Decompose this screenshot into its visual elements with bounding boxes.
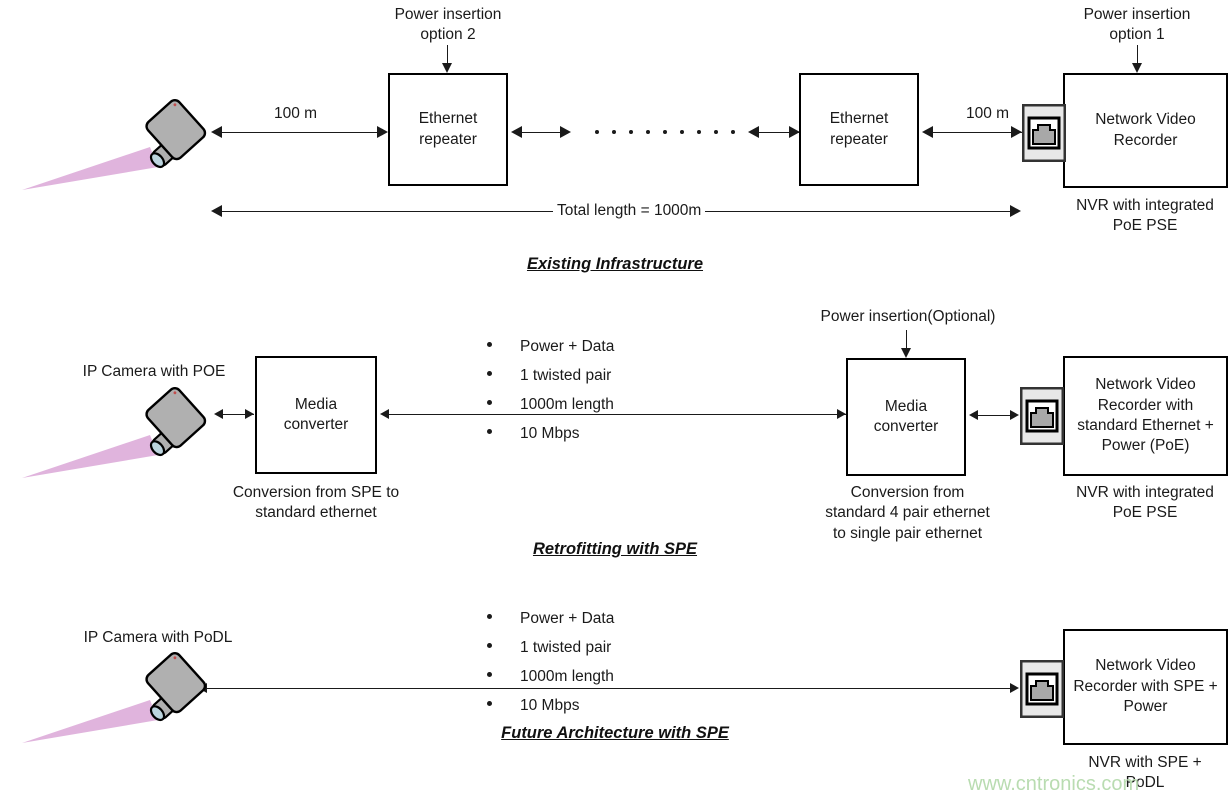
media-converter-left-caption: Conversion from SPE to standard ethernet <box>232 484 400 522</box>
section-title-existing-infrastructure: Existing Infrastructure <box>526 255 704 273</box>
list-item-label: 1 twisted pair <box>520 639 612 657</box>
camera-label-row3: IP Camera with PoDL <box>83 629 233 646</box>
ethernet-repeater-2-label: Ethernet repeater <box>829 110 889 148</box>
rj45-jack-icon-row2 <box>1019 386 1065 446</box>
nvr-box-row3[interactable]: Network Video Recorder with SPE + Power <box>1063 629 1228 745</box>
ethernet-repeater-1-box[interactable]: Ethernet repeater <box>388 73 508 186</box>
list-item: 1000m length <box>487 662 614 691</box>
total-length-label: Total length = 1000m <box>553 202 706 220</box>
r1-seg4-arrowhead-right <box>1011 126 1022 138</box>
list-item-label: Power + Data <box>520 610 615 627</box>
r1-ellipsis-dots <box>595 130 748 134</box>
list-item-label: 10 Mbps <box>520 425 580 443</box>
ip-camera-icon-row3 <box>10 645 215 745</box>
r1-seg4-arrowhead-left <box>922 126 933 138</box>
total-length-arrowhead-left <box>211 205 222 217</box>
r2-link-line <box>388 414 846 415</box>
list-item: 10 Mbps <box>487 419 614 448</box>
ip-camera-icon-row2 <box>10 380 215 480</box>
list-item-label: 1000m length <box>520 396 614 414</box>
bullet-icon <box>487 429 492 435</box>
r1-seg4-line <box>932 132 1022 133</box>
media-converter-left-label: Media converter <box>283 395 349 433</box>
section-title-retrofitting-with-spe: Retrofitting with SPE <box>532 540 698 558</box>
list-item-label: 1 twisted pair <box>520 367 612 385</box>
r2-seg3-arrowhead-right <box>1010 410 1019 420</box>
r1-seg3-arrowhead-right <box>789 126 800 138</box>
list-item: 10 Mbps <box>487 691 614 720</box>
bullet-icon <box>487 400 492 406</box>
list-item-label: 10 Mbps <box>520 697 580 715</box>
list-item: 1 twisted pair <box>487 633 614 662</box>
media-converter-right-caption: Conversion from standard 4 pair ethernet… <box>825 484 990 542</box>
rj45-jack-icon <box>1021 103 1067 163</box>
r2-link-arrowhead-right <box>837 409 846 419</box>
media-converter-right-box[interactable]: Media converter <box>846 358 966 476</box>
r1-seg2-arrowhead-right <box>560 126 571 138</box>
list-item: 1000m length <box>487 390 614 419</box>
nvr-box-row2[interactable]: Network Video Recorder with standard Eth… <box>1063 356 1228 476</box>
list-item: Power + Data <box>487 604 614 633</box>
nvr-caption-row3: NVR with SPE + PoDL <box>1088 754 1202 792</box>
bullet-icon <box>487 643 492 649</box>
nvr-caption-row1: NVR with integrated PoE PSE <box>1076 197 1214 235</box>
ethernet-repeater-2-box[interactable]: Ethernet repeater <box>799 73 919 186</box>
bullet-icon <box>487 614 492 619</box>
media-converter-left-box[interactable]: Media converter <box>255 356 377 474</box>
r1-seg3-line <box>758 132 800 133</box>
link-properties-list-row2: Power + Data 1 twisted pair 1000m length… <box>487 332 614 449</box>
power-insertion-option-1-line <box>1137 45 1138 65</box>
bullet-icon <box>487 342 492 347</box>
watermark-cntronics: www.cntronics.com <box>968 773 1140 795</box>
nvr-label-row3: Network Video Recorder with SPE + Power <box>1073 657 1218 716</box>
r2-link-arrowhead-left <box>380 409 389 419</box>
r1-seg1-arrowhead-right <box>377 126 388 138</box>
r1-seg1-line <box>221 132 377 133</box>
camera-label-row2: IP Camera with POE <box>82 363 226 380</box>
r2-seg1-arrowhead-left <box>214 409 223 419</box>
r1-seg2-line <box>521 132 563 133</box>
power-insertion-option-1-arrowhead <box>1132 63 1142 73</box>
list-item: 1 twisted pair <box>487 361 614 390</box>
power-insertion-optional-line <box>906 330 907 350</box>
nvr-box-row1[interactable]: Network Video Recorder <box>1063 73 1228 188</box>
nvr-label-row1: Network Video Recorder <box>1095 111 1196 149</box>
power-insertion-option-2-label: Power insertion option 2 <box>394 6 502 44</box>
r2-seg3-line <box>977 415 1012 416</box>
bullet-icon <box>487 701 492 707</box>
r1-seg2-arrowhead-left <box>511 126 522 138</box>
r1-seg1-arrowhead-left <box>211 126 222 138</box>
power-insertion-option-1-label: Power insertion option 1 <box>1083 6 1191 44</box>
link-properties-list-row3: Power + Data 1 twisted pair 1000m length… <box>487 604 614 721</box>
ip-camera-icon <box>10 92 215 192</box>
r3-link-line <box>206 688 1011 689</box>
power-insertion-option-2-line <box>447 45 448 65</box>
list-item-label: 1000m length <box>520 668 614 686</box>
r3-link-arrowhead-right <box>1010 683 1019 693</box>
rj45-jack-icon-row3 <box>1019 659 1065 719</box>
nvr-label-row2: Network Video Recorder with standard Eth… <box>1077 376 1214 455</box>
section-title-future-architecture-with-spe: Future Architecture with SPE <box>501 724 729 742</box>
bullet-icon <box>487 672 492 678</box>
distance-label-left: 100 m <box>270 105 322 123</box>
r2-seg1-arrowhead-right <box>245 409 254 419</box>
ethernet-repeater-1-label: Ethernet repeater <box>418 110 478 148</box>
list-item: Power + Data <box>487 332 614 361</box>
total-length-arrowhead-right <box>1010 205 1021 217</box>
list-item-label: Power + Data <box>520 338 615 355</box>
r1-seg3-arrowhead-left <box>748 126 759 138</box>
media-converter-right-label: Media converter <box>873 397 939 435</box>
r2-seg1-line <box>222 414 254 415</box>
bullet-icon <box>487 371 492 377</box>
power-insertion-optional-arrowhead <box>901 348 911 358</box>
power-insertion-option-2-arrowhead <box>442 63 452 73</box>
power-insertion-optional-label: Power insertion(Optional) <box>820 308 996 325</box>
distance-label-right: 100 m <box>962 105 1014 123</box>
nvr-caption-row2: NVR with integrated PoE PSE <box>1076 484 1214 522</box>
r2-seg3-arrowhead-left <box>969 410 978 420</box>
